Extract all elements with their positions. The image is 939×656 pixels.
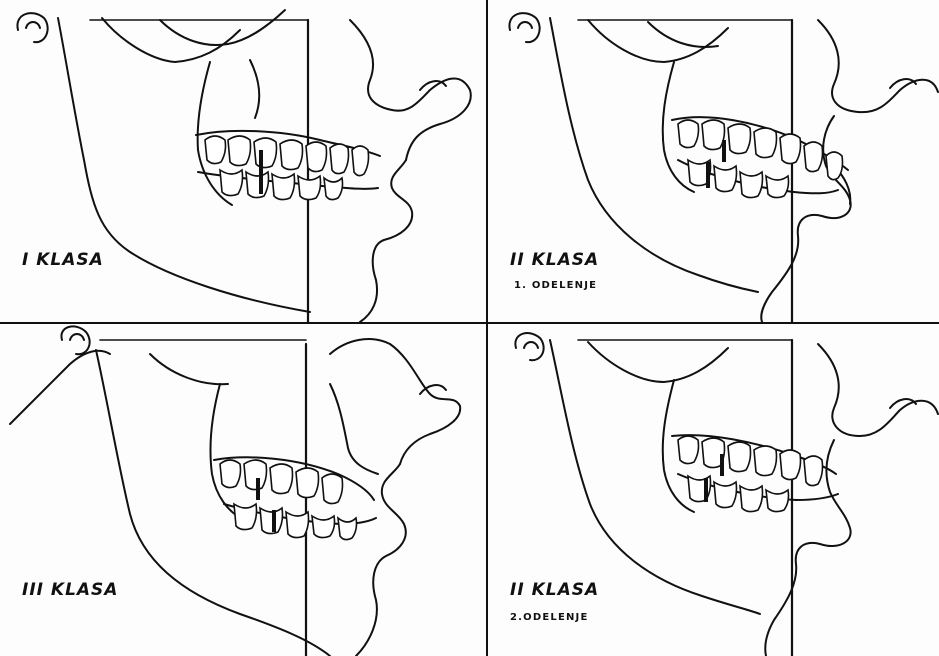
panel-title: II KLASA — [510, 580, 599, 600]
panel-title: II KLASA — [510, 250, 599, 270]
molar-relation-marker-lower — [706, 162, 710, 188]
molar-relation-marker-upper — [256, 478, 260, 500]
face-profile — [818, 344, 938, 436]
face-profile — [818, 20, 938, 112]
face-profile — [350, 20, 471, 160]
molar-relation-marker-lower — [704, 478, 708, 502]
skull-profile-class-3 — [0, 324, 486, 656]
skull-profile-class-2-div-1 — [488, 0, 939, 322]
mandible-outline — [96, 350, 330, 656]
panel-class-2-div-2: II KLASA 2.ODELENJE — [488, 324, 939, 656]
ear-outline — [17, 13, 47, 42]
molar-relation-marker-upper — [720, 454, 724, 476]
teeth-group — [678, 120, 843, 198]
molar-relation-marker-upper — [722, 140, 726, 162]
panel-class-1: I KLASA — [0, 0, 486, 322]
panel-title: III KLASA — [22, 580, 118, 600]
panel-class-3: III KLASA — [0, 324, 486, 656]
skull-profile-class-2-div-2 — [488, 324, 939, 656]
face-profile — [330, 339, 460, 464]
panel-title: I KLASA — [22, 250, 104, 270]
teeth-group — [205, 136, 369, 200]
skull-profile-class-1 — [0, 0, 486, 322]
teeth-group — [220, 460, 357, 540]
molar-relation-marker-lower — [272, 510, 276, 532]
panel-subtitle: 1. ODELENJE — [514, 280, 597, 291]
molar-relation-marker — [259, 150, 263, 194]
panel-subtitle: 2.ODELENJE — [510, 612, 589, 623]
panel-class-2-div-1: II KLASA 1. ODELENJE — [488, 0, 939, 322]
